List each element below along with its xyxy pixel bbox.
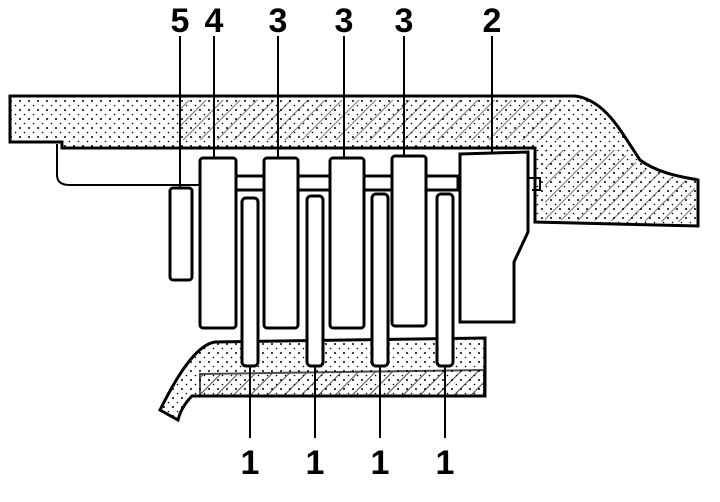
plate-bridge-1 <box>234 174 266 192</box>
callout-3b: 3 <box>335 2 354 40</box>
part-4-plate <box>198 156 238 330</box>
part-1-finger-c <box>370 192 390 368</box>
part-3-plate-c <box>390 154 428 328</box>
part-2-end-block <box>458 150 530 324</box>
part-5-shim <box>168 186 194 282</box>
upper-housing-hatch <box>180 100 560 140</box>
callout-5: 5 <box>171 2 190 40</box>
part-3-plate-b <box>328 156 366 330</box>
callout-2: 2 <box>483 2 502 40</box>
part-1-finger-a <box>240 196 260 368</box>
plate-bridge-3 <box>362 174 394 192</box>
callout-1b: 1 <box>306 444 325 482</box>
lower-plate-hatch <box>199 368 485 397</box>
callout-1d: 1 <box>436 444 455 482</box>
part-3-plate-a <box>262 156 300 330</box>
callout-4: 4 <box>205 2 224 40</box>
housing-right-hatch <box>545 150 695 222</box>
part-1-finger-b <box>305 194 325 368</box>
part-1-finger-d <box>435 192 455 368</box>
callout-3a: 3 <box>269 2 288 40</box>
callout-3c: 3 <box>395 2 414 40</box>
callout-1a: 1 <box>241 444 260 482</box>
plate-bridge-2 <box>296 174 332 192</box>
callout-1c: 1 <box>371 444 390 482</box>
plate-bridge-4 <box>424 174 460 192</box>
